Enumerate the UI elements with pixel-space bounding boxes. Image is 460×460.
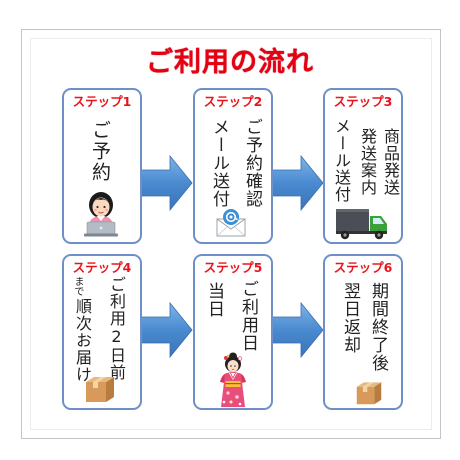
flow-arrow-step5-to-step6 xyxy=(271,301,324,359)
step-1-label: ステップ1 xyxy=(72,94,132,109)
kimono-woman-icon xyxy=(220,352,246,407)
cardboard-box-icon xyxy=(86,377,114,402)
step-3-box: ステップ3 商品発送 発送案内 メール送付 xyxy=(323,88,403,244)
delivery-truck-icon xyxy=(336,209,387,240)
step-4-text-delivery: 順次お届け xyxy=(73,298,92,383)
page-title: ご利用の流れ xyxy=(146,47,314,78)
return-box-icon xyxy=(356,382,382,405)
step-3-label: ステップ3 xyxy=(333,94,393,109)
reservation-person-icon xyxy=(84,192,118,237)
step-2-label: ステップ2 xyxy=(203,94,263,109)
step-4-box: ステップ4 ご利用2日前 まで 順次お届け xyxy=(62,254,142,410)
step-1-box: ステップ1 ご予約 xyxy=(62,88,142,244)
step-2-box: ステップ2 ご予約確認 メール送付 xyxy=(193,88,273,244)
step-3-text-shipping: 商品発送 xyxy=(381,128,400,196)
step-6-label: ステップ6 xyxy=(333,260,393,275)
step-1-text: ご予約 xyxy=(89,120,111,183)
step-2-text-confirm: ご予約確認 xyxy=(242,118,262,208)
step-5-label: ステップ5 xyxy=(203,260,263,275)
step-3-text-notice: 発送案内 xyxy=(358,128,377,196)
step-6-box: ステップ6 期間終了後 翌日返却 xyxy=(323,254,403,410)
step-4-label: ステップ4 xyxy=(72,260,132,275)
inner-frame xyxy=(30,38,432,430)
step-2-text-mail: メール送付 xyxy=(209,118,229,208)
step-5-box: ステップ5 ご利用日 当日 xyxy=(193,254,273,410)
step-5-text-same-day: 当日 xyxy=(204,282,224,318)
email-icon xyxy=(216,209,246,237)
step-6-text-after-period: 期間終了後 xyxy=(368,282,388,372)
step-3-text-mail: メール送付 xyxy=(332,118,351,203)
flow-arrow-step2-to-step3 xyxy=(271,154,324,212)
flow-arrow-step4-to-step5 xyxy=(140,301,193,359)
step-4-text-until: まで xyxy=(72,276,83,296)
step-4-text-two-days-before: ご利用2日前 xyxy=(107,276,126,381)
step-5-text-usage-day: ご利用日 xyxy=(238,280,258,352)
flow-arrow-step1-to-step2 xyxy=(140,154,193,212)
step-6-text-return: 翌日返却 xyxy=(340,282,360,354)
